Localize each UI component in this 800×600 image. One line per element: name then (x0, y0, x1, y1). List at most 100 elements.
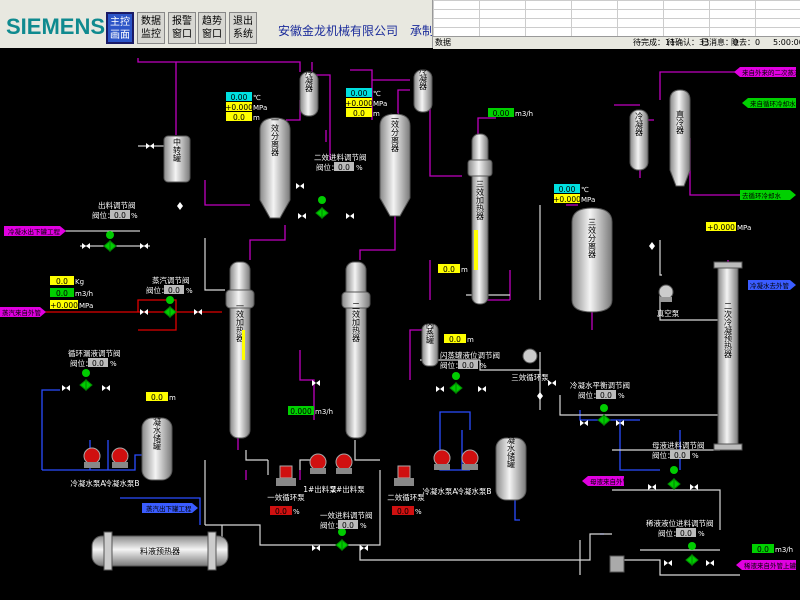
sep1-pres: +0.000 (225, 103, 253, 112)
unit-pres: MPa (581, 196, 595, 204)
unit-flow: m3/h (775, 546, 793, 554)
pump-left-b-label: 冷凝水泵B (104, 478, 139, 488)
pipe-end-steam-bottom-label: 蒸汽出下罐工程 (146, 504, 192, 513)
steam-pres: +0.000 (50, 301, 78, 310)
unit-flow: m3/h (75, 290, 93, 298)
tag-label: 阀位： (320, 520, 343, 530)
tag-title: 闪蒸罐液位调节阀 (440, 350, 500, 360)
tag-label: 阀位： (316, 162, 339, 172)
unit-pct: % (293, 508, 300, 516)
heater-1[interactable]: 一效加热器 (225, 261, 255, 439)
unit-pres: MPa (253, 104, 267, 112)
tag-unit: % (131, 212, 138, 220)
separator-2-label: 二效分离器 (391, 112, 400, 153)
valve-feed2[interactable] (315, 196, 329, 220)
valve-steam[interactable] (163, 296, 177, 319)
pump-right-b[interactable]: 冷凝水泵B (456, 449, 492, 496)
nav-trend-window[interactable]: 趋势窗口 (198, 12, 226, 44)
flash-tank[interactable]: 闪蒸罐 (421, 320, 439, 367)
alarm-grid[interactable] (433, 0, 800, 36)
condensate-tank-1[interactable]: 冷凝水储罐 (141, 409, 173, 481)
heater-3[interactable]: 三效加热器 (467, 133, 493, 305)
pipe-end-right-top2-label: 来自循环冷却水 (750, 99, 796, 108)
tag-label: 阀位： (146, 285, 169, 295)
separator-2[interactable]: 二效分离器 (379, 112, 411, 217)
nav-data-monitor[interactable]: 数据监控 (137, 12, 165, 44)
unit-temp: ℃ (373, 90, 381, 98)
unit-temp: ℃ (253, 94, 261, 102)
vacuum-pump[interactable]: 真空泵 (657, 284, 680, 318)
transfer-tank[interactable]: 中转罐 (163, 135, 191, 183)
heater-2-label: 二效加热器 (352, 302, 361, 343)
readout-run-2: 0.0% (392, 506, 422, 516)
sep2-temp: 0.00 (351, 89, 368, 98)
valve-feed1[interactable] (335, 528, 349, 552)
pipe-end-steam-bottom: 蒸汽出下罐工程 (142, 503, 198, 513)
secondary-preheater[interactable]: 二次冷凝预热器 (713, 261, 743, 451)
feed-preheater[interactable]: 料液预热器 (91, 531, 229, 571)
nav-label-2: 系统 (233, 29, 253, 40)
nav-label-1: 主控 (110, 17, 130, 28)
tag-value: 0.0 (114, 211, 126, 220)
nav-exit-system[interactable]: 退出系统 (229, 12, 257, 44)
tag-title: 母液进料调节阀 (652, 440, 705, 450)
valve-mother[interactable] (667, 466, 681, 491)
valve-cond[interactable] (79, 369, 93, 392)
pump-2-out-label: 2#出料泵 (331, 484, 365, 494)
pump-1st-effect[interactable]: 一效循环泵 (267, 465, 305, 502)
separator-1[interactable]: 一效分离器 (259, 116, 291, 219)
status-item: 待完成：11 (633, 38, 676, 47)
pump-left-a[interactable]: 冷凝水泵A (70, 447, 106, 488)
pump-left-a-label: 冷凝水泵A (70, 478, 106, 488)
level-gauge-col3 (474, 230, 478, 270)
separator-1-label: 一效分离器 (271, 116, 280, 157)
condenser-3-label: 冷凝器 (635, 111, 644, 137)
col3-level: 0.0 (443, 265, 455, 274)
tag-flash-valve: 闪蒸罐液位调节阀 阀位： 0.0 % (440, 350, 500, 370)
condenser-3[interactable]: 冷凝器 (629, 109, 649, 171)
pump-left-b[interactable]: 冷凝水泵B (104, 447, 140, 488)
nav-label-1: 退出 (233, 16, 253, 27)
nav-alarm-window[interactable]: 报警窗口 (168, 12, 196, 44)
pipe-end-right-bottom: 稀液来自外管上罐工程 (736, 560, 800, 570)
unit-temp: ℃ (581, 186, 589, 194)
tag-cond-valve: 循环漏液调节阀 阀位： 0.0 % (68, 348, 121, 368)
valve-out[interactable] (103, 231, 117, 253)
pump-1-out[interactable]: 1#出料泵 (303, 453, 337, 494)
buffer-tank[interactable] (609, 555, 625, 573)
condensate-tank-2[interactable]: 冷凝水储罐 (495, 427, 527, 501)
steam-flow: 0.0 (56, 289, 68, 298)
condensate-tank-2-label: 冷凝水储罐 (507, 427, 516, 469)
condenser-1[interactable]: 冷凝器 (299, 67, 319, 117)
tag-label: 阀位： (578, 390, 601, 400)
nav-label-2: 画面 (110, 30, 130, 41)
tag-value: 0.0 (342, 521, 354, 530)
valve-water[interactable] (597, 404, 611, 427)
recirc-pump-3[interactable]: 三效循环泵 (511, 348, 549, 382)
tag-title: 二效进料调节阀 (314, 152, 367, 162)
alarm-table[interactable]: 数据 待完成：11 待确认：33 已消息：0 隐去：0 5:00:00 (432, 0, 800, 49)
pipe-end-right-lower: 母液来自外管 (582, 476, 630, 486)
pump-2-out[interactable]: 2#出料泵 (331, 453, 365, 494)
readout-run-1: 0.0% (270, 506, 300, 516)
tag-title: 蒸汽调节阀 (152, 275, 190, 285)
tag-label: 阀位： (440, 360, 463, 370)
pump-right-a[interactable]: 冷凝水泵A (422, 449, 458, 496)
recirc-pump-3-label: 三效循环泵 (511, 372, 549, 382)
nav-main-screen[interactable]: 主控画面 (106, 12, 134, 44)
tag-out-valve: 出料调节阀 阀位： 0.0 % (92, 200, 138, 220)
pipe-end-right-mid: 去循环冷却水 (740, 190, 796, 200)
valve-flash[interactable] (449, 372, 463, 395)
heater-2[interactable]: 二效加热器 (341, 261, 371, 439)
pump-2nd-effect[interactable]: 二效循环泵 (387, 465, 425, 502)
direct-cooler[interactable]: 直冷器 (669, 89, 691, 187)
level-gauge-heat1 (242, 330, 245, 360)
unit-pres: MPa (373, 100, 387, 108)
valve-dilute[interactable] (685, 542, 699, 567)
status-time: 5:00:00 (773, 38, 800, 47)
condenser-2[interactable]: 冷凝器 (413, 65, 433, 113)
separator-3[interactable]: 三效分离器 (571, 207, 613, 313)
